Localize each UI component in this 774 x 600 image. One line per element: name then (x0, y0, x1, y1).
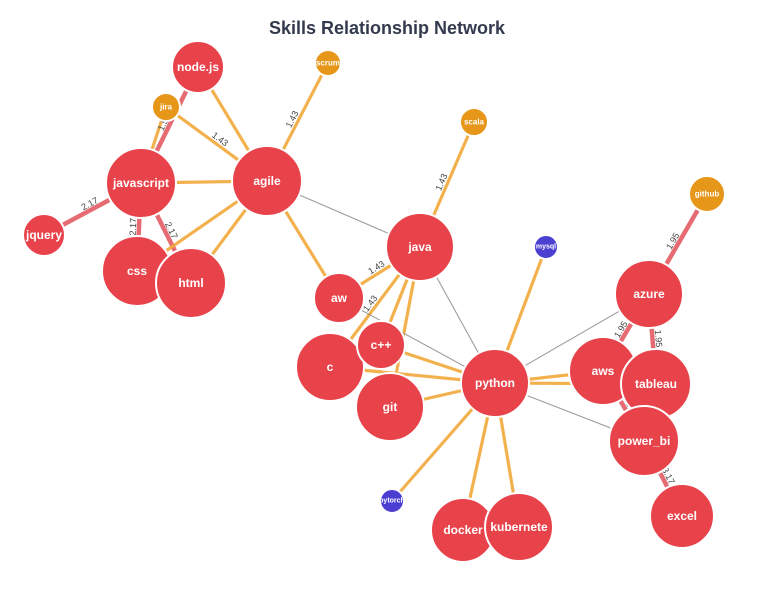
node-circle[interactable] (649, 483, 715, 549)
edge-weight-text: 1.95 (653, 329, 664, 347)
node-jira[interactable]: jira (151, 92, 181, 122)
node-circle[interactable] (356, 320, 406, 370)
node-circle[interactable] (155, 247, 227, 319)
node-java[interactable]: java (385, 212, 455, 282)
node-github[interactable]: github (688, 175, 726, 213)
node-circle[interactable] (533, 234, 559, 260)
node-excel[interactable]: excel (649, 483, 715, 549)
node-circle[interactable] (379, 488, 405, 514)
node-html[interactable]: html (155, 247, 227, 319)
node-circle[interactable] (385, 212, 455, 282)
node-git[interactable]: git (355, 372, 425, 442)
node-mysql[interactable]: mysql (533, 234, 559, 260)
node-pytorch[interactable]: pytorch (379, 488, 405, 514)
node-circle[interactable] (313, 272, 365, 324)
node-circle[interactable] (355, 372, 425, 442)
node-circle[interactable] (295, 332, 365, 402)
edge-weight-text: 2.17 (128, 218, 139, 236)
node-aw[interactable]: aw (313, 272, 365, 324)
node-circle[interactable] (459, 107, 489, 137)
node-jquery[interactable]: jquery (22, 213, 66, 257)
node-circle[interactable] (151, 92, 181, 122)
node-circle[interactable] (608, 405, 680, 477)
node-circle[interactable] (688, 175, 726, 213)
node-c++[interactable]: c++ (356, 320, 406, 370)
node-circle[interactable] (314, 49, 342, 77)
node-circle[interactable] (171, 40, 225, 94)
node-scrum[interactable]: scrum (314, 49, 342, 77)
node-circle[interactable] (614, 259, 684, 329)
node-node.js[interactable]: node.js (171, 40, 225, 94)
node-azure[interactable]: azure (614, 259, 684, 329)
node-circle[interactable] (460, 348, 530, 418)
node-agile[interactable]: agile (231, 145, 303, 217)
edge-weight-label: 2.17 (128, 218, 139, 236)
edge-weight-label: 1.95 (653, 329, 664, 347)
node-power_bi[interactable]: power_bi (608, 405, 680, 477)
node-javascript[interactable]: javascript (105, 147, 177, 219)
node-circle[interactable] (22, 213, 66, 257)
node-circle[interactable] (231, 145, 303, 217)
node-python[interactable]: python (460, 348, 530, 418)
node-kubernetes[interactable]: kubernete (484, 492, 554, 562)
node-c[interactable]: c (295, 332, 365, 402)
node-circle[interactable] (105, 147, 177, 219)
node-scala[interactable]: scala (459, 107, 489, 137)
node-circle[interactable] (484, 492, 554, 562)
chart-title: Skills Relationship Network (268, 18, 506, 38)
